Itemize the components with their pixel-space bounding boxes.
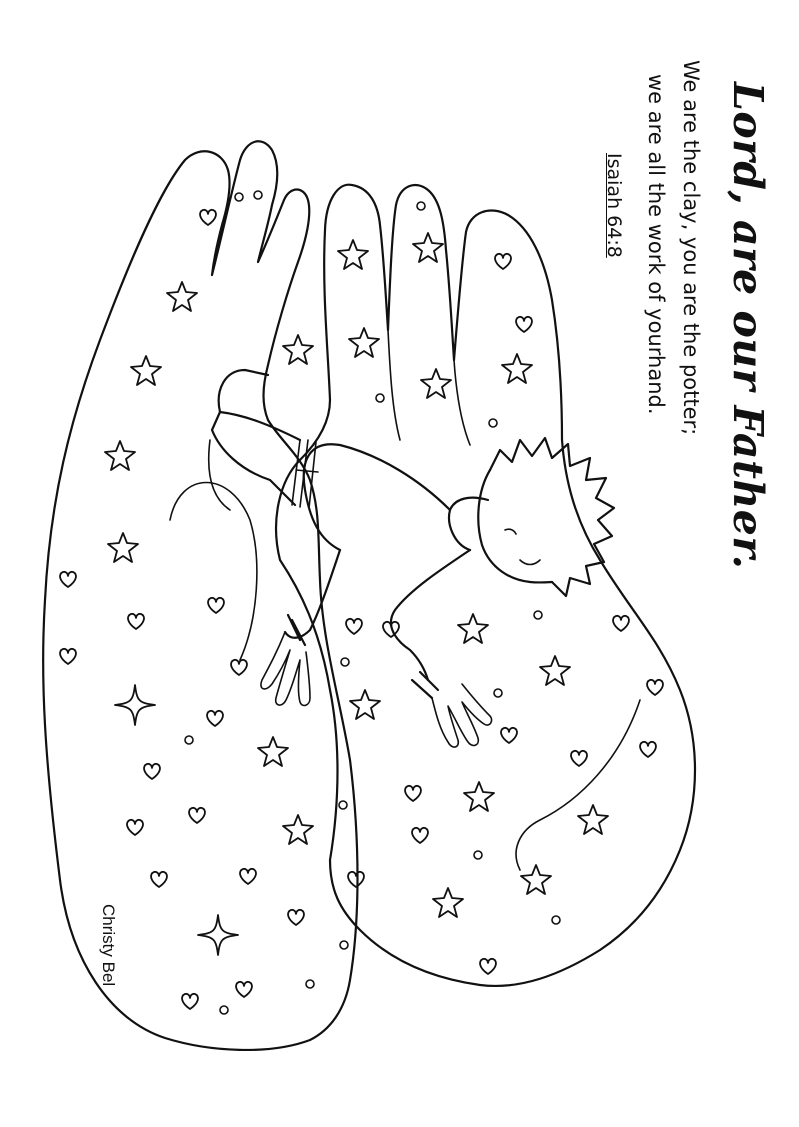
heart-decorations <box>59 208 664 1010</box>
verse-line-2: we are all the work of yourhand. <box>644 74 668 415</box>
page-title: Lord, are our Father. <box>724 82 772 570</box>
left-hand-outline <box>42 140 359 1052</box>
artist-credit: Christy Bel <box>99 904 118 987</box>
verse-line-1: We are the clay, you are the potter; <box>679 60 703 436</box>
boy-figure <box>210 368 616 748</box>
right-hand-outline <box>274 183 697 987</box>
verse-reference: Isaiah 64:8 <box>603 153 625 258</box>
circle-decorations <box>184 190 561 1015</box>
